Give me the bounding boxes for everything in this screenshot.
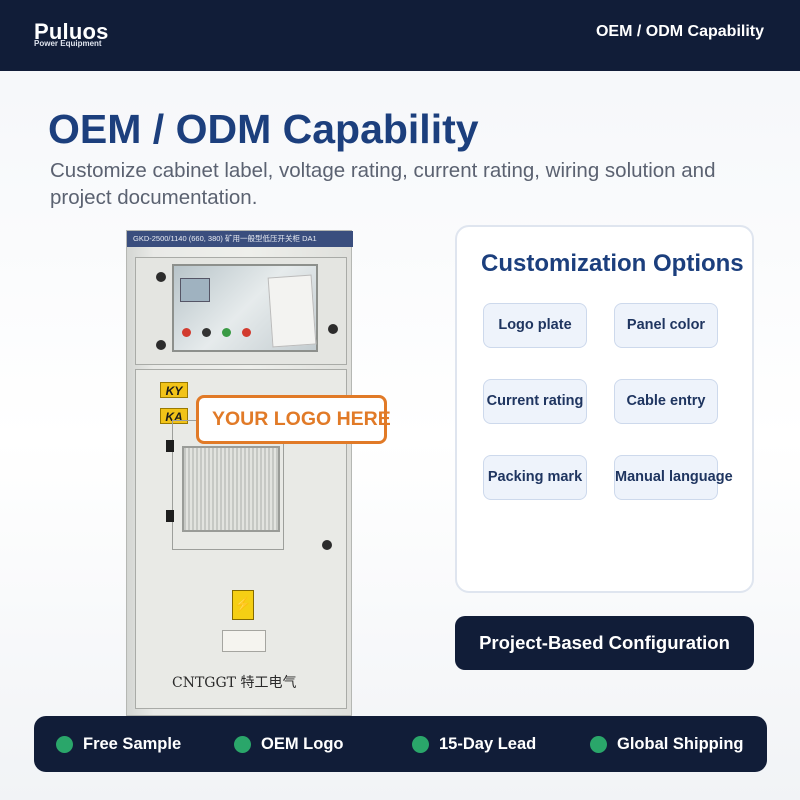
project-configuration-button[interactable]: Project-Based Configuration (455, 616, 754, 670)
option-chip-packing-mark[interactable]: Packing mark (483, 455, 587, 500)
ky-badge: KY (160, 382, 188, 398)
cabinet-label-strip: GKD-2500/1140 (660, 380) 矿用一般型低压开关柜 DA1 (127, 231, 353, 247)
feature-15-day-lead: 15-Day Lead (439, 735, 537, 753)
brand-logo[interactable]: Puluos (34, 19, 109, 44)
hinge-icon (166, 510, 174, 522)
feature-global-shipping: Global Shipping (617, 735, 744, 753)
green-dot-icon (234, 736, 251, 753)
controller-screen (180, 278, 210, 302)
option-chip-manual-language[interactable]: Manual language (614, 455, 733, 500)
nav-link-oem-odm[interactable]: OEM / ODM Capability (595, 23, 764, 40)
nameplate (222, 630, 266, 652)
cabinet-vent-grille (182, 446, 280, 532)
feature-bar: Free Sample OEM Logo 15-Day Lead Global … (34, 716, 767, 772)
customization-options-title: Customization Options (481, 250, 744, 277)
hinge-icon (166, 440, 174, 452)
cabinet-brand-plate: CNTGGT 特工电气 (172, 675, 297, 691)
feature-oem-logo: OEM Logo (261, 735, 344, 753)
customization-options-card: Customization Options Logo plate Panel c… (455, 225, 754, 593)
door-lock-icon (156, 340, 166, 350)
page-title: OEM / ODM Capability (48, 106, 479, 152)
logo-placeholder: YOUR LOGO HERE (196, 395, 391, 444)
page-subtitle: Customize cabinet label, voltage rating,… (50, 159, 716, 209)
door-lock-icon (156, 272, 166, 282)
cabinet-product-image: GKD-2500/1140 (660, 380) 矿用一般型低压开关柜 DA1 … (126, 230, 353, 716)
door-lock-icon (328, 324, 338, 334)
high-voltage-warning-icon: ⚡ (232, 590, 254, 620)
cabinet-inspection-window (172, 264, 318, 352)
option-chip-current-rating[interactable]: Current rating (483, 379, 587, 424)
cabinet-document-sheet (267, 274, 317, 348)
top-header: Puluos Power Equipment OEM / ODM Capabil… (0, 0, 800, 71)
option-chip-panel-color[interactable]: Panel color (614, 303, 718, 348)
green-dot-icon (56, 736, 73, 753)
indicator-lights (182, 324, 262, 342)
green-dot-icon (590, 736, 607, 753)
option-chip-cable-entry[interactable]: Cable entry (614, 379, 718, 424)
brand-tagline: Power Equipment (34, 39, 102, 48)
feature-free-sample: Free Sample (83, 735, 182, 753)
green-dot-icon (412, 736, 429, 753)
option-chip-logo-plate[interactable]: Logo plate (483, 303, 587, 348)
door-lock-icon (322, 540, 332, 550)
cabinet-upper-door (135, 257, 347, 365)
